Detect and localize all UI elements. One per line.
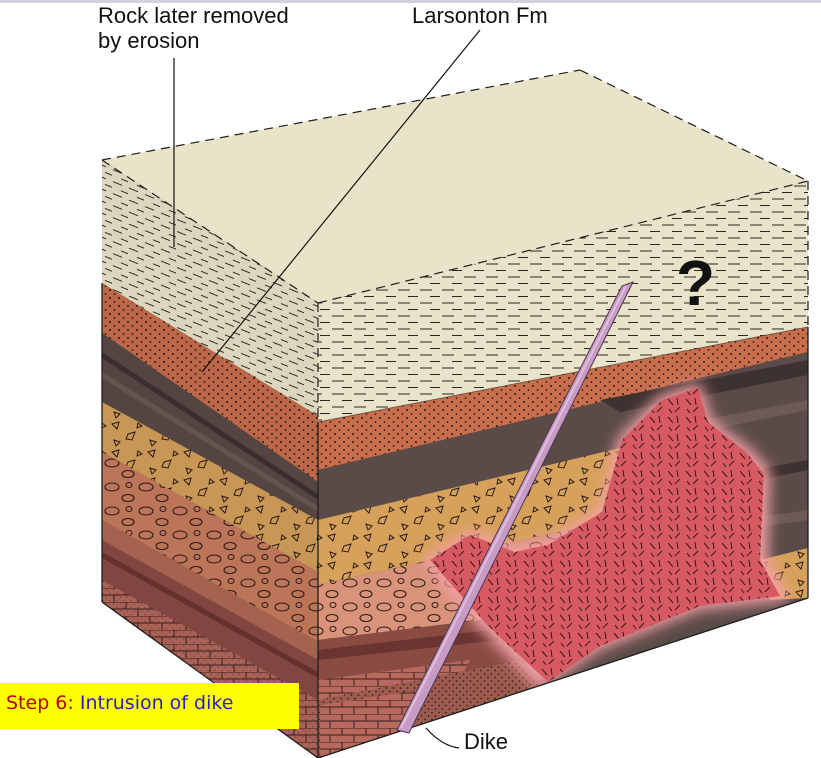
top-border — [0, 0, 821, 3]
step-number: Step 6: — [6, 692, 74, 714]
leader-larsonton — [201, 29, 481, 373]
label-rock-removed-line2: by erosion — [98, 28, 200, 53]
label-larsonton: Larsonton Fm — [412, 3, 548, 28]
step-caption: Step 6: Intrusion of dike — [0, 683, 299, 729]
label-dike: Dike — [464, 729, 509, 754]
block-outline — [101, 283, 809, 758]
removed-block-outline — [101, 69, 809, 422]
top-face — [102, 70, 808, 303]
label-rock-removed: Rock later removed by erosion — [98, 3, 289, 53]
front-face — [318, 181, 808, 758]
left-face — [102, 160, 318, 758]
label-rock-removed-line1: Rock later removed — [98, 3, 289, 28]
unknown-question-mark: ? — [676, 247, 716, 319]
leader-dike — [425, 727, 460, 749]
step-text: Intrusion of dike — [79, 692, 234, 714]
